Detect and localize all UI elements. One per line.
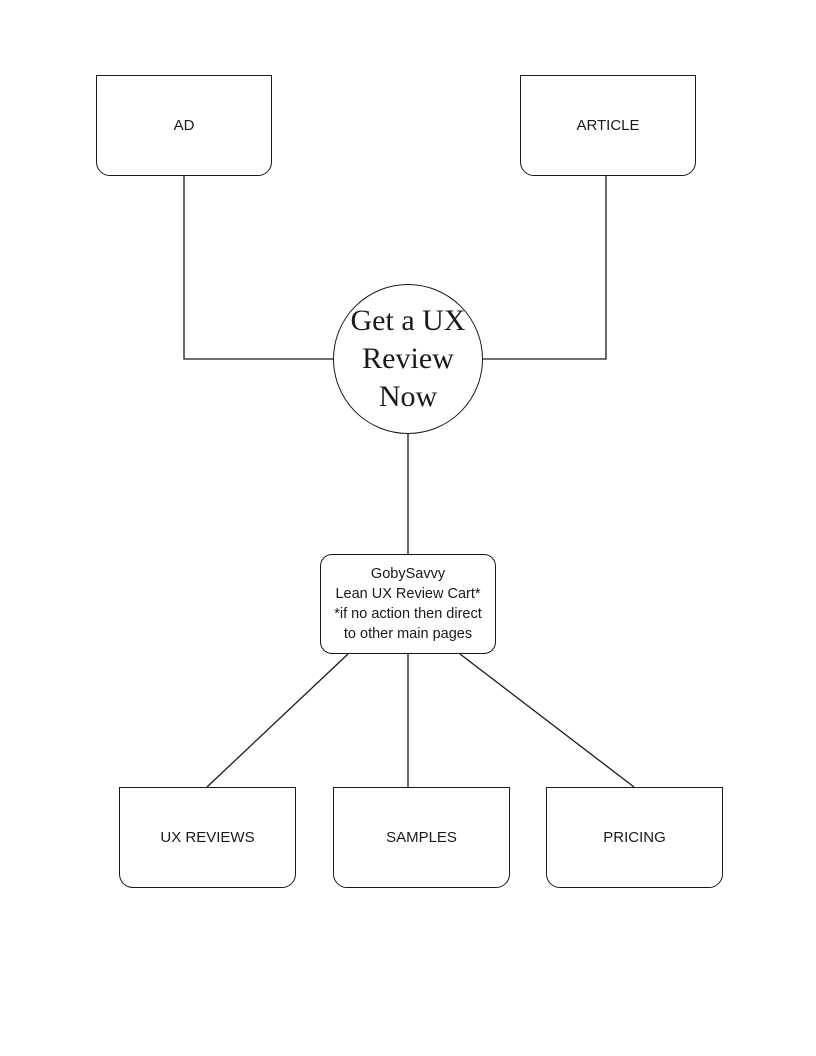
article-node: ARTICLE xyxy=(520,75,696,176)
hub-label-line-2: Review xyxy=(362,342,454,375)
ad-node: AD xyxy=(96,75,272,176)
cart-node: GobySavvy Lean UX Review Cart* *if no ac… xyxy=(320,554,496,654)
cart-label-line-1: GobySavvy xyxy=(370,566,446,582)
pricing-label: PRICING xyxy=(603,829,666,846)
cart-label-line-3: *if no action then direct xyxy=(334,606,482,622)
connector-article-to-hub xyxy=(482,176,607,360)
connector-cart-to-ux-reviews xyxy=(206,653,349,788)
samples-label: SAMPLES xyxy=(386,829,457,846)
hub-label-line-3: Now xyxy=(378,380,438,413)
connector-cart-to-pricing xyxy=(459,653,635,788)
hub-label-line-1: Get a UX xyxy=(350,304,466,337)
pricing-node: PRICING xyxy=(546,787,723,888)
ux-reviews-node: UX REVIEWS xyxy=(119,787,296,888)
ux-reviews-label: UX REVIEWS xyxy=(160,829,255,846)
cart-label-line-2: Lean UX Review Cart* xyxy=(335,586,481,602)
hub-node: Get a UX Review Now xyxy=(333,284,483,434)
connector-ad-to-hub xyxy=(183,176,334,360)
hub-label: Get a UX Review Now xyxy=(343,302,473,416)
ad-label: AD xyxy=(173,117,195,134)
cart-label-line-4: to other main pages xyxy=(343,626,473,642)
samples-node: SAMPLES xyxy=(333,787,510,888)
article-label: ARTICLE xyxy=(576,117,640,134)
